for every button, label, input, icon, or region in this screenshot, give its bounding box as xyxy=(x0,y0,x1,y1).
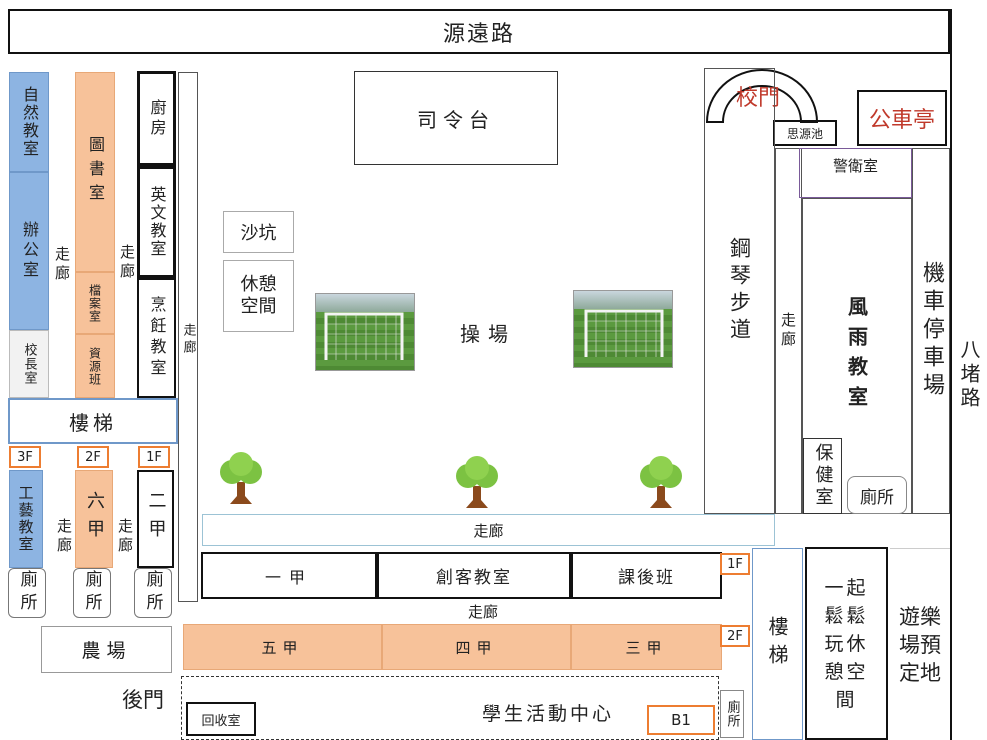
scooter-parking: 機車停車場 xyxy=(912,148,950,514)
principal-room: 校長室 xyxy=(9,330,49,398)
library: 圖書室 xyxy=(75,72,115,272)
maker-room: 創客教室 xyxy=(377,552,571,599)
road-badu: 八堵路 xyxy=(950,9,987,740)
rest-space: 休憩空間 xyxy=(223,260,294,332)
archive-room: 檔案室 xyxy=(75,272,115,334)
road-badu-label: 八堵路 xyxy=(957,338,981,411)
soccer-goal-right xyxy=(573,290,673,368)
road-yuanyuan: 源遠路 xyxy=(8,9,950,54)
activity-center: 學生活動中心 xyxy=(181,676,719,740)
stairs-bottom: 樓梯 xyxy=(752,548,803,740)
back-gate-label: 後門 xyxy=(122,688,164,712)
relax-space: 一起鬆鬆玩休憩空間 xyxy=(805,547,888,740)
toilet-left-2: 廁所 xyxy=(73,568,111,618)
toilet-left-3: 廁所 xyxy=(134,568,172,618)
toilet-bottom: 廁所 xyxy=(720,690,744,738)
corridor-center: 走廊 xyxy=(202,514,775,546)
floor-tag-3f: 3F xyxy=(9,446,41,468)
road-yuanyuan-label: 源遠路 xyxy=(442,21,515,47)
class-6a: 六甲 xyxy=(75,470,113,568)
floor-tag-1f-bottom: 1F xyxy=(720,553,750,575)
pond: 思源池 xyxy=(773,120,837,146)
office: 辦公室 xyxy=(9,172,49,330)
podium: 司令台 xyxy=(354,71,558,165)
floor-tag-2f: 2F xyxy=(77,446,109,468)
resource-class: 資源班 xyxy=(75,334,115,398)
corridor-left-4: 走廊 xyxy=(116,518,134,556)
guard-room: 警衛室 xyxy=(799,148,912,198)
corridor-right: 走廊 xyxy=(775,148,802,514)
farm: 農場 xyxy=(41,626,172,673)
sandpit: 沙坑 xyxy=(223,211,294,253)
tree-icon xyxy=(640,456,682,508)
corridor-bottom: 走廊 xyxy=(468,603,499,621)
science-room: 自然教室 xyxy=(9,72,49,172)
english-room: 英文教室 xyxy=(137,166,176,278)
kitchen: 廚房 xyxy=(137,71,176,166)
piano-trail: 鋼琴步道 xyxy=(704,68,775,514)
toilet-left-1: 廁所 xyxy=(8,568,46,618)
corridor-left-2: 走廊 xyxy=(118,244,136,282)
recycle-room: 回收室 xyxy=(186,702,256,736)
craft-room: 工藝教室 xyxy=(9,470,43,568)
stairs-left: 樓梯 xyxy=(8,398,178,444)
tree-icon xyxy=(456,456,498,508)
class-3a: 三甲 xyxy=(571,624,722,670)
class-4a: 四甲 xyxy=(382,624,571,670)
tree-icon xyxy=(220,452,262,504)
after-school-room: 課後班 xyxy=(571,552,722,599)
floor-tag-b1: B1 xyxy=(647,705,715,735)
toilet-right: 廁所 xyxy=(847,476,907,514)
class-5a: 五甲 xyxy=(183,624,382,670)
bus-stop: 公車亭 xyxy=(857,90,947,146)
corridor-left-1: 走廊 xyxy=(53,246,71,284)
school-gate-label: 校門 xyxy=(736,86,781,111)
class-2a: 二甲 xyxy=(137,470,174,568)
corridor-left-3: 走廊 xyxy=(55,518,73,556)
future-playground: 遊樂場預定地 xyxy=(890,548,950,740)
cooking-room: 烹飪教室 xyxy=(137,278,176,398)
floor-tag-2f-bottom: 2F xyxy=(720,625,750,647)
health-room: 保健室 xyxy=(803,438,842,514)
corridor-left-long: 走廊 xyxy=(178,72,198,602)
playground-label: 操場 xyxy=(460,322,516,346)
soccer-goal-left xyxy=(315,293,415,371)
floor-tag-1f: 1F xyxy=(138,446,170,468)
class-1a: 一甲 xyxy=(201,552,377,599)
